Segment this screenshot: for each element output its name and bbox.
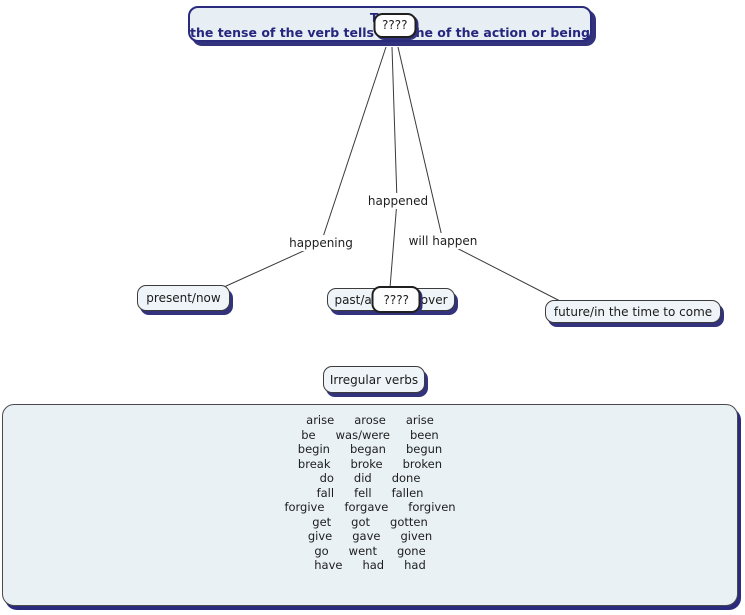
verb-cell: broken [402, 456, 443, 471]
verb-row: go went gone [3, 544, 737, 559]
verb-row: give gave given [3, 529, 737, 544]
cloze-gap: ???? [373, 13, 417, 38]
verb-cell: fall [316, 485, 335, 500]
concept-node-present[interactable]: present/now [137, 285, 230, 311]
verb-cell: forgave [344, 500, 389, 514]
edge-line-happened [389, 46, 398, 289]
verb-cell: fallen [391, 485, 424, 500]
past-right-text: over [420, 292, 448, 307]
cloze-gap: ???? [371, 286, 421, 313]
verb-cell: done [391, 471, 421, 485]
verb-cell: went [348, 543, 377, 558]
concept-node-tense[interactable]: Tense the tense of the verb tells ???? h… [188, 6, 592, 42]
verb-cell: forgiven [408, 500, 456, 514]
edge-line-will-happen [397, 46, 561, 302]
verb-cell: arise [306, 413, 335, 427]
concept-node-irregular-verbs[interactable]: Irregular verbs [323, 366, 425, 393]
verb-cell: get [312, 514, 332, 529]
edge-label-will-happen[interactable]: will happen [405, 233, 481, 249]
verb-row: fall fell fallen [3, 486, 737, 501]
verb-cell: be [301, 427, 316, 442]
verb-cell: forgive [284, 500, 325, 514]
verb-cell: did [353, 471, 372, 485]
node-subtitle-tense: the tense of the verb tells ???? he of t… [190, 13, 590, 40]
verb-cell: had [404, 558, 426, 572]
verb-cell: arise [405, 413, 434, 427]
verb-row: break broke broken [3, 457, 737, 472]
concept-node-past[interactable]: past/a ???? over [327, 286, 455, 313]
verb-cell: began [349, 442, 386, 456]
edge-label-happening[interactable]: happening [286, 235, 356, 251]
verb-cell: gone [396, 543, 426, 558]
verb-row: get got gotten [3, 515, 737, 530]
concept-node-future[interactable]: future/in the time to come [545, 300, 721, 323]
verb-row: forgive forgave forgiven [3, 500, 737, 515]
verb-cell: had [362, 558, 385, 572]
verb-cell: begin [297, 442, 330, 456]
verb-cell: got [351, 514, 371, 529]
subtitle-left-text: the tense of the verb tells [190, 25, 374, 40]
verb-row: be was/were been [3, 428, 737, 443]
verb-cell: do [319, 471, 334, 485]
verb-row: arise arose arise [3, 413, 737, 428]
cloze-answer-box-time[interactable]: ???? [373, 13, 417, 38]
verb-row: do did done [3, 471, 737, 486]
edge-label-happened[interactable]: happened [364, 193, 432, 209]
verb-cell: given [400, 529, 433, 543]
verb-cell: break [297, 456, 331, 471]
verb-cell: been [409, 427, 439, 442]
subtitle-right-text: he of the action or being [415, 25, 590, 40]
verb-cell: broke [350, 456, 383, 471]
verb-row: have had had [3, 558, 737, 573]
verb-cell: fell [354, 485, 372, 500]
verb-cell: gotten [390, 514, 428, 529]
verb-row: begin began begun [3, 442, 737, 457]
past-left-text: past/a [334, 292, 372, 307]
verb-cell: arose [354, 413, 386, 427]
verb-cell: have [314, 558, 343, 572]
edge-line-happening [223, 46, 387, 288]
verb-cell: was/were [335, 427, 390, 442]
verb-cell: begun [405, 442, 443, 456]
verb-cell: gave [352, 529, 381, 543]
verb-cell: give [307, 529, 333, 543]
cloze-answer-box-past[interactable]: ???? [371, 286, 421, 313]
verb-cell: go [314, 543, 329, 558]
